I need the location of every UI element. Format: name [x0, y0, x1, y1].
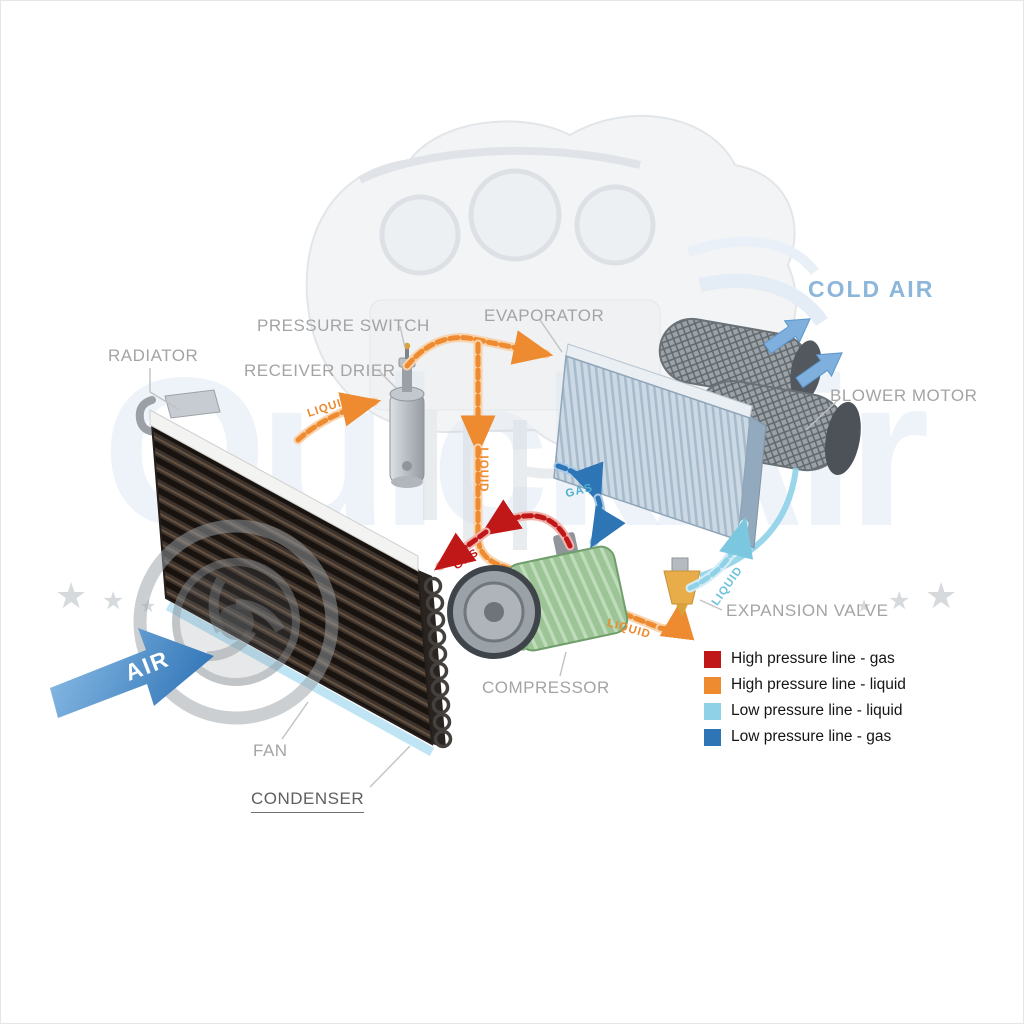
low-pressure-gas-pipe	[553, 461, 626, 549]
receiver-drier-graphic	[389, 386, 425, 488]
legend-label: Low pressure line - gas	[731, 728, 892, 745]
label-evaporator: EVAPORATOR	[484, 306, 605, 325]
legend-label: High pressure line - gas	[731, 650, 895, 667]
high-pressure-gas-pipe	[433, 499, 575, 571]
label-radiator: RADIATOR	[108, 346, 199, 365]
label-condenser: CONDENSER	[251, 789, 365, 813]
legend-item-high-pressure-liquid: High pressure line - liquid	[704, 672, 906, 698]
label-fan: FAN	[253, 741, 288, 760]
watermark-star: ★	[102, 587, 125, 615]
legend-label: Low pressure line - liquid	[731, 702, 903, 719]
legend-item-low-pressure-liquid: Low pressure line - liquid	[704, 698, 906, 724]
compressor-graphic	[447, 532, 629, 659]
label-compressor: COMPRESSOR	[482, 678, 610, 697]
legend-swatch-low-pressure-gas	[704, 728, 721, 746]
watermark-star: ★	[925, 575, 958, 616]
condenser-graphic	[149, 409, 453, 756]
watermark-star: ★	[856, 596, 873, 616]
low-pressure-liquid-pipe	[685, 516, 754, 593]
cold-air-arrow	[763, 318, 811, 355]
label-receiver-drier: RECEIVER DRIER	[244, 361, 396, 380]
legend-swatch-high-pressure-gas	[704, 650, 721, 668]
leader-lines	[149, 319, 841, 788]
cold-air-arrow	[795, 352, 843, 389]
engine-ghost-image	[305, 115, 828, 550]
pipe-label-gas: GAS	[564, 482, 594, 500]
label-pressure-switch: PRESSURE SWITCH	[257, 316, 430, 335]
legend-item-low-pressure-gas: Low pressure line - gas	[704, 724, 906, 750]
label-blower-motor: BLOWER MOTOR	[830, 386, 978, 405]
radiator-graphic	[135, 389, 221, 436]
legend-item-high-pressure-gas: High pressure line - gas	[704, 646, 906, 672]
legend-swatch-high-pressure-liquid	[704, 676, 721, 694]
legend-label: High pressure line - liquid	[731, 676, 906, 693]
legend: High pressure line - gas High pressure l…	[704, 646, 906, 750]
watermark-star: ★	[888, 587, 911, 615]
watermark-star: ★	[55, 575, 88, 616]
label-cold-air: COLD AIR	[808, 276, 935, 302]
label-expansion-valve: EXPANSION VALVE	[726, 601, 889, 620]
expansion-valve-graphic	[663, 557, 701, 617]
pipe-label-liquid: LIQUID	[477, 448, 489, 493]
legend-swatch-low-pressure-liquid	[704, 702, 721, 720]
fan-graphic	[133, 519, 339, 725]
